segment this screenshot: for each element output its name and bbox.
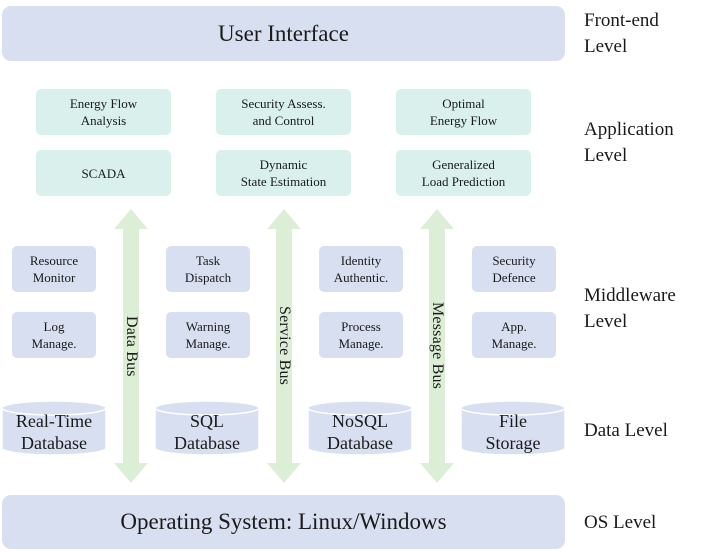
level-label-data: Data Level	[584, 420, 668, 441]
user-interface-label: User Interface	[218, 20, 349, 46]
middleware-box-task-dispatch: Task Dispatch	[166, 246, 250, 292]
database-nosql: NoSQL Database	[307, 400, 413, 456]
data-bus-arrow-shape	[114, 209, 148, 483]
middleware-box-label: Process Manage.	[338, 319, 384, 351]
middleware-box-label: Task Dispatch	[184, 253, 232, 285]
app-box-label: Dynamic State Estimation	[240, 157, 327, 189]
database-cylinder-icon	[460, 400, 566, 456]
app-box-label: Optimal Energy Flow	[429, 96, 498, 128]
database-cylinder-icon	[307, 400, 413, 456]
database-cylinder-icon	[1, 400, 107, 456]
middleware-box-label: Resource Monitor	[29, 253, 79, 285]
app-box-energy-flow-analysis: Energy Flow Analysis	[36, 89, 171, 135]
middleware-box-security-defence: Security Defence	[472, 246, 556, 292]
app-box-label: Generalized Load Prediction	[421, 157, 506, 189]
middleware-box-app-manage: App. Manage.	[472, 312, 556, 358]
app-box-security-assess-control: Security Assess. and Control	[216, 89, 351, 135]
app-box-scada: SCADA	[36, 150, 171, 196]
app-box-generalized-load-prediction: Generalized Load Prediction	[396, 150, 531, 196]
middleware-box-resource-monitor: Resource Monitor	[12, 246, 96, 292]
operating-system-bar: Operating System: Linux/Windows	[2, 495, 565, 549]
middleware-box-label: Security Defence	[492, 253, 536, 285]
service-bus-arrow: Service Bus	[267, 209, 301, 483]
message-bus-label: Message Bus	[429, 302, 446, 390]
database-sql: SQL Database	[154, 400, 260, 456]
middleware-box-label: Log Manage.	[31, 319, 77, 351]
middleware-box-label: Warning Manage.	[185, 319, 231, 351]
middleware-box-warning-manage: Warning Manage.	[166, 312, 250, 358]
database-real-time: Real-Time Database	[1, 400, 107, 456]
database-label: File Storage	[485, 411, 541, 453]
database-label: NoSQL Database	[327, 411, 393, 453]
database-label: Real-Time Database	[15, 411, 93, 453]
service-bus-arrow-shape	[267, 209, 301, 483]
data-bus-arrow: Data Bus	[114, 209, 148, 483]
level-label-frontend: Front-end Level	[584, 10, 659, 57]
operating-system-label: Operating System: Linux/Windows	[120, 509, 447, 534]
middleware-box-identity-authentic: Identity Authentic.	[319, 246, 403, 292]
app-box-label: SCADA	[81, 165, 126, 181]
database-file-storage: File Storage	[460, 400, 566, 456]
user-interface-bar: User Interface	[2, 6, 565, 61]
app-box-optimal-energy-flow: Optimal Energy Flow	[396, 89, 531, 135]
level-label-application: Application Level	[584, 119, 674, 166]
middleware-box-process-manage: Process Manage.	[319, 312, 403, 358]
service-bus-label: Service Bus	[276, 306, 293, 386]
level-label-os: OS Level	[584, 512, 657, 533]
app-box-label: Security Assess. and Control	[241, 96, 326, 128]
middleware-box-label: App. Manage.	[491, 319, 537, 351]
database-cylinder-icon	[154, 400, 260, 456]
message-bus-arrow-shape	[420, 209, 454, 483]
data-bus-label: Data Bus	[123, 315, 140, 377]
middleware-box-log-manage: Log Manage.	[12, 312, 96, 358]
database-label: SQL Database	[174, 411, 240, 453]
app-box-dynamic-state-estimation: Dynamic State Estimation	[216, 150, 351, 196]
message-bus-arrow: Message Bus	[420, 209, 454, 483]
app-box-label: Energy Flow Analysis	[69, 96, 138, 128]
middleware-box-label: Identity Authentic.	[333, 253, 389, 285]
level-label-middleware: Middleware Level	[584, 285, 676, 332]
